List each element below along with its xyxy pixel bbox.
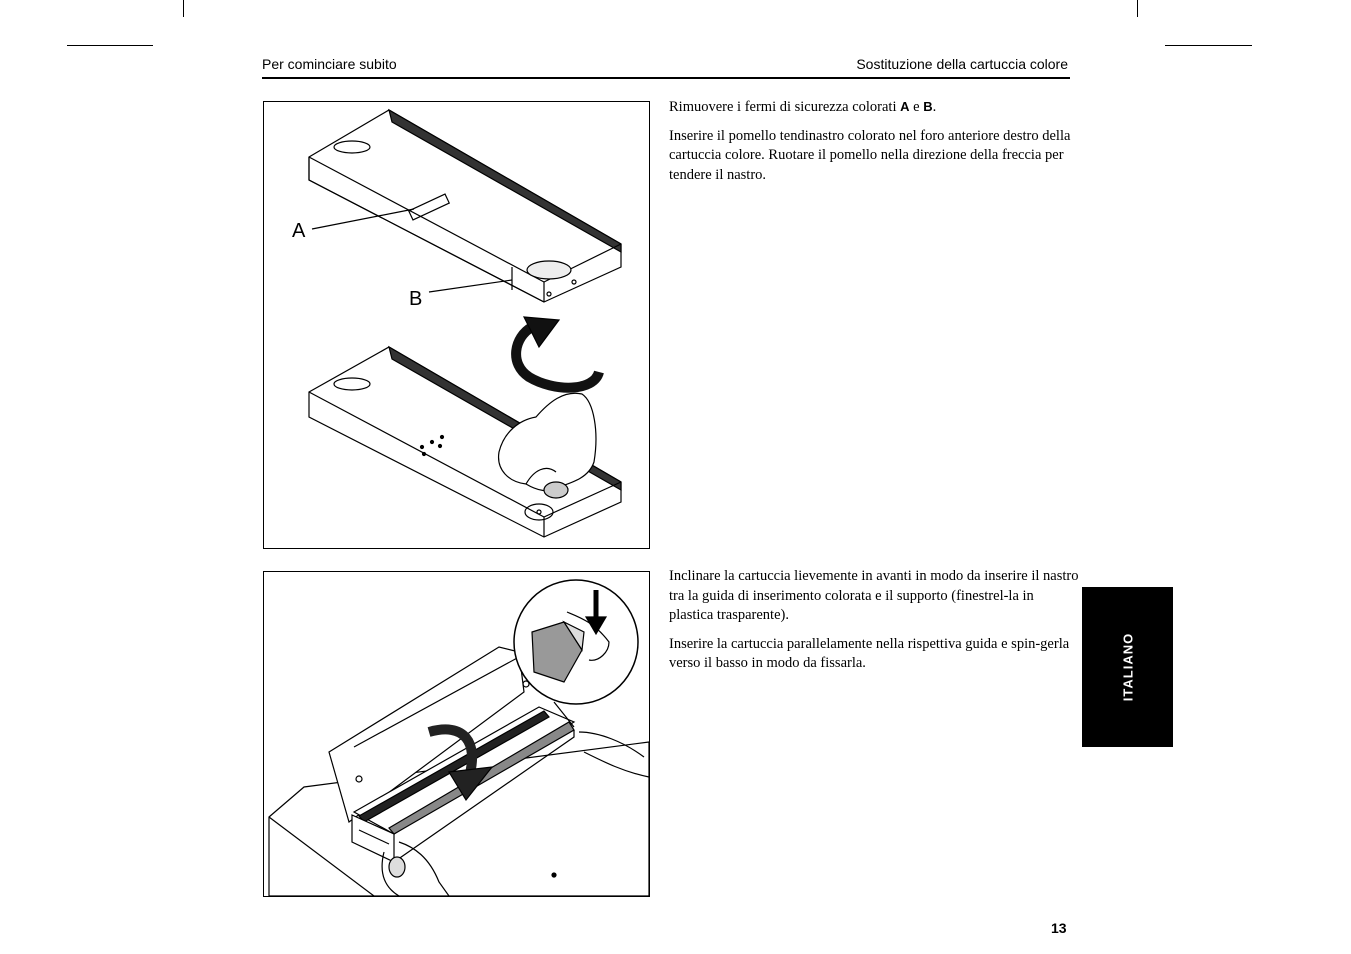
cartridge-illustration: A B [292,108,622,538]
ref-b: B [923,99,933,114]
paragraph-remove-clips: Rimuovere i fermi di sicurezza colorati … [669,99,937,115]
figure-insert-cartridge [263,571,650,897]
crop-mark [67,45,153,46]
page-number: 13 [1051,920,1067,936]
label-a: A [292,220,306,242]
ref-a: A [900,99,910,114]
header-right-title: Sostituzione della cartuccia colore [856,56,1068,72]
printer-illustration [268,579,649,896]
label-b: B [409,288,422,310]
language-tab-label: ITALIANO [1120,632,1135,702]
figure-remove-clips: A B [263,101,650,549]
header-left-title: Per cominciare subito [262,56,397,72]
paragraph-push-down: Inserire la cartuccia parallelamente nel… [669,635,1070,672]
language-tab: ITALIANO [1082,587,1173,747]
crop-mark [1137,0,1138,17]
instructions-remove-clips: Rimuovere i fermi di sicurezza colorati … [669,97,1079,194]
instructions-insert-cartridge: Inclinare la cartuccia lievemente in ava… [669,567,1079,683]
paragraph-tilt-cartridge: Inclinare la cartuccia lievemente in ava… [669,568,1079,623]
crop-mark [183,0,184,17]
running-header: Per cominciare subito Sostituzione della… [262,54,1070,79]
paragraph-tension-knob: Inserire il pomello tendinastro colorato… [669,127,1071,183]
crop-mark [1165,45,1252,46]
